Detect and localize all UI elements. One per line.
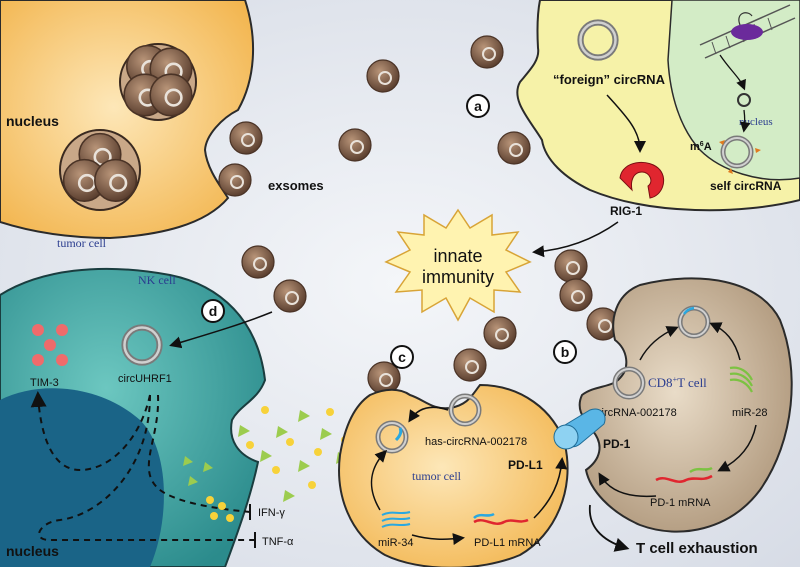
ifn-gamma-molecules bbox=[183, 456, 213, 486]
svg-text:b: b bbox=[561, 344, 570, 360]
exosome bbox=[470, 35, 504, 69]
exosome bbox=[483, 316, 517, 350]
pd1-mrna-icon bbox=[655, 474, 713, 483]
tumor-cell-label-top: tumor cell bbox=[57, 236, 107, 250]
pdl1-label: PD-L1 bbox=[508, 458, 543, 472]
exosome bbox=[229, 121, 263, 155]
tumor-cell-label-bottom: tumor cell bbox=[412, 469, 462, 483]
pdl1-mrna-label: PD-L1 mRNA bbox=[474, 537, 541, 549]
exosome bbox=[453, 348, 487, 382]
mir34-label: miR-34 bbox=[378, 537, 413, 549]
multivesicular-body-1 bbox=[119, 43, 197, 121]
circuhrf1-label: circUHRF1 bbox=[118, 373, 172, 385]
arrow-to-rig1 bbox=[606, 94, 646, 153]
mir28-icon bbox=[729, 366, 753, 393]
immunity-label: immunity bbox=[422, 267, 494, 287]
tnf-label: TNF-α bbox=[262, 536, 294, 548]
nucleus-label-top: nucleus bbox=[6, 113, 59, 129]
arrow-circrna-to-top bbox=[639, 326, 679, 361]
nk-nucleus bbox=[0, 388, 164, 567]
rig1-label: RIG-1 bbox=[610, 204, 642, 218]
innate-immunity-starburst bbox=[384, 208, 532, 322]
exosome bbox=[338, 128, 372, 162]
has-circrna-label: has-circRNA-002178 bbox=[425, 436, 527, 448]
exosome bbox=[273, 279, 307, 313]
panel-label-c: c bbox=[390, 345, 414, 369]
rig1-receptor-icon bbox=[619, 162, 665, 199]
arrow-mrna-to-pdl1 bbox=[533, 457, 568, 519]
tumor-cell-bottom bbox=[338, 383, 569, 569]
svg-text:d: d bbox=[209, 303, 218, 319]
svg-text:a: a bbox=[474, 98, 482, 114]
arrow-mir28-to-circrna bbox=[709, 322, 741, 361]
pd1-mrna-label: PD-1 mRNA bbox=[650, 497, 711, 509]
arrow-mir34-up bbox=[370, 449, 388, 511]
exosome bbox=[241, 245, 275, 279]
pdl1-mrna-icon bbox=[473, 518, 529, 525]
svg-text:c: c bbox=[398, 349, 406, 365]
arrow-exosome-to-nk bbox=[169, 311, 273, 349]
arrow-rig1-to-immunity bbox=[532, 221, 619, 258]
arrow-circrna-sponge bbox=[408, 406, 449, 423]
exosome bbox=[218, 163, 252, 197]
arrow-to-exhaustion bbox=[588, 504, 630, 552]
tnf-alpha-molecules bbox=[206, 496, 234, 522]
t-cell-exhaustion-label: T cell exhaustion bbox=[636, 540, 758, 557]
nucleus-label-bottom: nucleus bbox=[6, 543, 59, 559]
exosome bbox=[554, 249, 588, 283]
self-circrna-icon bbox=[719, 138, 761, 174]
arrow-mir34-to-mrna bbox=[411, 533, 465, 546]
tim3-molecules bbox=[32, 324, 68, 366]
mir34-icon bbox=[381, 511, 411, 528]
arrow-mrna-to-pd1 bbox=[598, 472, 657, 498]
panel-label-a: a bbox=[466, 94, 490, 118]
mir28-label: miR-28 bbox=[732, 407, 767, 419]
arrow-mir28-to-mrna bbox=[717, 424, 757, 472]
innate-label: innate bbox=[433, 246, 482, 266]
circrna-002178-label: circRNA-002178 bbox=[596, 407, 677, 419]
panel-label-b: b bbox=[553, 340, 577, 364]
foreign-circrna-label: “foreign” circRNA bbox=[553, 72, 666, 87]
dna-transcription-icon bbox=[699, 4, 796, 107]
exosome bbox=[559, 278, 593, 312]
tim3-label: TIM-3 bbox=[30, 377, 59, 389]
panel-label-d: d bbox=[201, 299, 225, 323]
cd8-t-cell-label: CD8+T cell bbox=[648, 375, 707, 390]
multivesicular-body-2 bbox=[59, 129, 141, 211]
exosome bbox=[366, 59, 400, 93]
self-circrna-label: self circRNA bbox=[710, 179, 782, 193]
exsomes-label: exsomes bbox=[268, 178, 324, 193]
m6a-label: m6A bbox=[690, 141, 712, 153]
ifn-label: IFN-γ bbox=[258, 507, 285, 519]
nk-cell-label: NK cell bbox=[138, 273, 176, 287]
pd1-receptor-icon bbox=[553, 408, 606, 450]
exosome bbox=[497, 131, 531, 165]
pd1-label: PD-1 bbox=[603, 437, 631, 451]
